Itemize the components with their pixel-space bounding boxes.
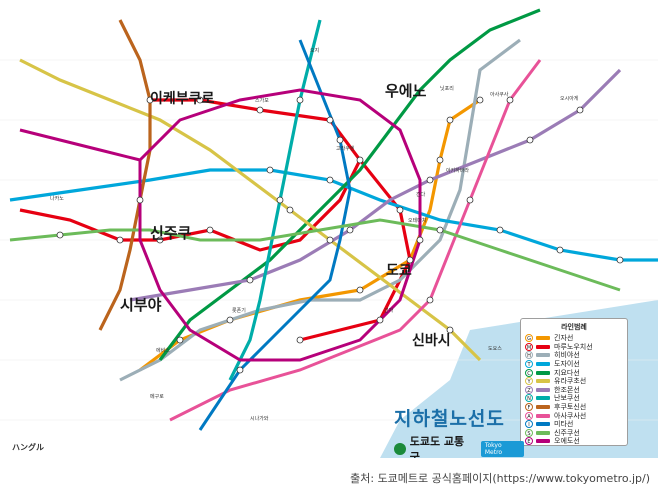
station-ginza: 긴자 [384,307,394,314]
line-color-swatch [536,353,550,358]
line-color-swatch [536,362,550,367]
map-title: 지하철노선도 [394,408,505,430]
station-ebisu: 에비스 [156,347,170,354]
legend-item: N 난보쿠선 [525,394,623,403]
line-letter-icon: I [525,420,533,429]
line-letter-icon: G [525,334,533,343]
legend-line-name: 히비야선 [554,351,580,360]
station-shinagawa: 시나가와 [250,415,269,422]
line-color-swatch [536,370,550,375]
line-chiyoda [158,8,541,361]
legend-line-name: 오에도선 [554,437,580,446]
major-station-shibuya: 시부야 [120,296,162,314]
legend-line-name: 한조몬선 [554,385,580,394]
legend-item: T 도자이선 [525,360,623,369]
station-kanda: 간다 [416,191,426,198]
station-oji: 오지 [310,47,319,54]
ginkgo-logo-icon [394,443,406,455]
line-letter-icon: N [525,394,533,403]
legend-line-name: 유라쿠초선 [554,377,587,386]
line-tozai [9,168,658,262]
line-letter-icon: Z [525,385,533,394]
major-station-shimbashi: 신바시 [412,333,451,349]
line-color-swatch [536,439,550,444]
line-letter-icon: A [525,411,533,420]
station-markers [56,96,624,374]
language-label: ハングル [12,443,44,452]
legend-item: G 긴자선 [525,334,623,343]
line-letter-icon: Y [525,377,533,386]
legend-item: F 후쿠토신선 [525,403,623,412]
station-akihabara: 아키하바라 [446,167,469,174]
line-color-swatch [536,387,550,392]
map-grid [0,59,658,421]
legend-line-name: 마루노우치선 [554,342,593,351]
source-caption: 출처: 도쿄메트로 공식홈페이지(https://www.tokyometro.… [350,472,650,485]
legend-item: S 신주쿠선 [525,428,623,438]
legend-item: Z 한조몬선 [525,385,623,395]
major-station-tokyo: 도쿄 [386,263,412,279]
organization-name: 도쿄도 교통국 [409,435,465,458]
legend-line-name: 난보쿠선 [554,394,580,403]
station-nakano: 나카노 [50,195,64,202]
tokyo-metro-badge: Tokyo Metro [480,441,524,457]
station-meguro: 메구로 [150,393,164,400]
line-marunouchi [19,98,412,342]
line-yurakucho [19,58,482,362]
major-station-ikebukuro: 이케부쿠로 [150,91,215,107]
legend-item: A 아사쿠사선 [525,411,623,420]
major-station-ueno: 우에노 [385,82,427,100]
subway-map: 오지 닛포리 스가모 고라쿠엔 오테마치 긴자 아사쿠사 롯폰기 시나가와 메구… [0,8,658,458]
line-color-swatch [536,422,550,427]
legend-header: 라인범례 [561,323,587,331]
line-hanzomon [129,68,622,302]
station-asakusa: 아사쿠사 [490,91,509,98]
line-color-swatch [536,379,550,384]
line-shinjuku [9,218,621,292]
map-title-block: 지하철노선도 도쿄도 교통국 Tokyo Metro [394,404,524,458]
line-legend: 라인범례 G 긴자선 M 마루노우치선 H 히비야선 T 도자이선 C 지요다선 Y 유라쿠초선 Z 한조… [520,318,628,446]
major-station-shinjuku: 신주쿠 [150,224,192,242]
line-color-swatch [536,405,550,410]
line-color-swatch [536,413,550,418]
line-fukutoshin [98,19,152,331]
legend-item: I 미타선 [525,420,623,429]
legend-line-name: 도자이선 [554,360,580,369]
station-sugamo: 스가모 [255,97,269,104]
station-toyosu: 도요스 [488,346,502,352]
legend-item: H 히비야선 [525,351,623,360]
legend-item: M 마루노우치선 [525,342,623,352]
line-color-swatch [536,430,550,435]
station-nippori: 닛포리 [440,85,454,92]
legend-item: E 오에도선 [525,437,623,446]
line-color-swatch [536,344,550,349]
line-letter-icon: C [525,368,533,377]
legend-item: C 지요다선 [525,368,623,377]
organization-row: 도쿄도 교통국 Tokyo Metro [394,433,524,458]
station-korakuen: 고라쿠엔 [336,145,355,152]
legend-item: Y 유라쿠초선 [525,377,623,386]
line-letter-icon: M [525,342,533,351]
line-mita [198,39,352,431]
line-letter-icon: S [525,428,533,437]
line-color-swatch [536,336,550,341]
station-oshiage: 오시아게 [560,95,579,102]
line-letter-icon: H [525,351,533,360]
station-name-labels: 오지 닛포리 스가모 고라쿠엔 오테마치 긴자 아사쿠사 롯폰기 시나가와 메구… [50,47,579,422]
line-letter-icon: F [525,403,533,412]
station-otemachi: 오테마치 [408,217,426,224]
legend-rows: G 긴자선 M 마루노우치선 H 히비야선 T 도자이선 C 지요다선 Y 유라쿠초선 Z 한조몬선 N 난보… [525,334,623,446]
line-hibiya [119,38,521,382]
legend-line-name: 긴자선 [554,334,574,343]
legend-line-name: 후쿠토신선 [554,403,587,412]
station-roppongi: 롯폰기 [232,307,246,314]
legend-line-name: 미타선 [554,420,574,429]
legend-line-name: 지요다선 [554,368,580,377]
line-color-swatch [536,396,550,401]
line-letter-icon: T [525,360,533,369]
line-oedo [19,88,422,362]
line-letter-icon: E [525,437,533,446]
legend-line-name: 신주쿠선 [554,428,580,437]
legend-line-name: 아사쿠사선 [554,411,587,420]
